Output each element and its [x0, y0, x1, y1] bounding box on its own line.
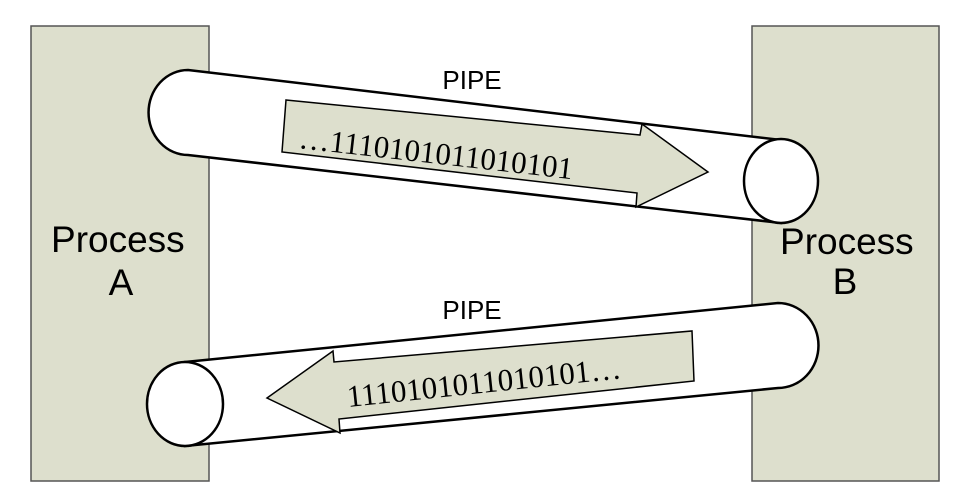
process-b-label: Process B — [780, 221, 924, 302]
process-b-box — [751, 25, 940, 482]
process-a-label-line1: Process — [51, 219, 185, 260]
pipe-top-label: PIPE — [442, 65, 501, 95]
pipe-bottom-label: PIPE — [442, 295, 501, 325]
process-a-label: Process A — [51, 219, 195, 303]
pipe-top: …1110101011010101 — [147, 68, 820, 225]
pipe-top-arrow — [281, 99, 710, 209]
pipe-bottom: 1110101011010101… — [145, 301, 820, 448]
pipe-top-end — [742, 137, 820, 225]
process-a-label-line2: A — [109, 262, 134, 303]
pipe-bottom-end — [145, 360, 225, 448]
pipe-bottom-arrow — [265, 330, 695, 435]
process-b-label-line1: Process — [780, 221, 914, 262]
process-b-label-line2: B — [833, 261, 858, 302]
